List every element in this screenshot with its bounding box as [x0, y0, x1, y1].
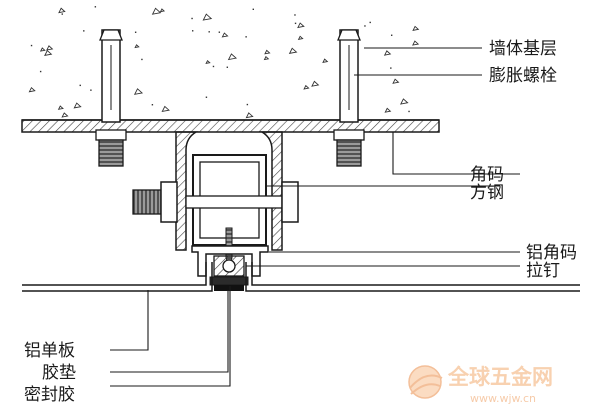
concrete-speckle [390, 67, 392, 69]
concrete-speckle [408, 110, 410, 113]
concrete-speckle [151, 7, 162, 15]
concrete-speckle [39, 47, 46, 52]
concrete-speckle [134, 44, 140, 49]
concrete-speckle [297, 22, 305, 29]
concrete-speckle [245, 36, 247, 38]
aluminum-panel-right [245, 262, 580, 292]
concrete-speckle [297, 35, 304, 40]
angle-code-legs [175, 131, 283, 251]
label-expansion-bolt: 膨胀螺栓 [489, 66, 557, 86]
concrete-speckle [151, 104, 154, 106]
concrete-speckle [57, 105, 64, 110]
concrete-speckle [205, 59, 211, 64]
label-square-steel: 方钢 [470, 183, 504, 203]
angle-code-plate [21, 119, 440, 133]
concrete-speckle [46, 45, 54, 51]
concrete-speckle [294, 14, 296, 16]
concrete-speckle [58, 7, 66, 14]
concrete-speckle [90, 89, 92, 91]
concrete-speckle [263, 55, 270, 61]
expansion-bolt-left [95, 29, 127, 167]
concrete-speckle [221, 32, 229, 38]
concrete-speckle [400, 98, 409, 105]
horizontal-through-bolt [132, 181, 299, 223]
label-rubber-pad: 胶垫 [42, 363, 76, 383]
leader-lines [110, 47, 520, 387]
concrete-speckle [412, 25, 420, 31]
aluminum-angle-code [191, 245, 269, 277]
concrete-speckle [202, 13, 213, 21]
watermark-logo: 全球五金网 www.wjw.cn [408, 365, 553, 405]
wall-base-concrete [22, 0, 439, 121]
concrete-speckle [39, 70, 42, 73]
label-angle-code: 角码 [470, 165, 504, 185]
concrete-speckle [390, 34, 393, 36]
label-rivet: 拉钉 [526, 261, 560, 281]
concrete-speckle [61, 13, 63, 15]
expansion-bolt-right [333, 29, 365, 167]
label-sealant: 密封胶 [24, 385, 75, 405]
concrete-speckle [61, 112, 69, 118]
concrete-speckle [218, 31, 221, 33]
label-aluminum-angle-code: 铝角码 [526, 243, 577, 263]
concrete-speckle [28, 86, 36, 93]
concrete-speckle [384, 107, 392, 113]
label-wall-base: 墙体基层 [489, 39, 557, 59]
concrete-speckle [303, 84, 310, 90]
concrete-speckle [44, 49, 53, 56]
rubber-pad [209, 276, 249, 286]
concrete-speckle [161, 105, 170, 113]
watermark-brand: 全球五金网 [447, 365, 553, 389]
concrete-speckle [141, 58, 143, 61]
rivet [213, 255, 245, 277]
concrete-speckle [83, 30, 85, 32]
aluminum-panel-left [22, 262, 213, 292]
concrete-speckle [30, 44, 33, 47]
concrete-speckle [133, 88, 144, 95]
concrete-speckle [208, 31, 210, 33]
concrete-speckle [246, 103, 249, 106]
concrete-speckle [369, 21, 371, 24]
concrete-speckle [134, 31, 137, 33]
label-aluminum-panel: 铝单板 [24, 341, 75, 361]
globe-icon [408, 365, 443, 399]
concrete-speckle [191, 17, 193, 20]
concrete-aggregate-texture [28, 6, 420, 119]
concrete-speckle [212, 65, 215, 68]
concrete-speckle [191, 30, 194, 32]
concrete-speckle [311, 80, 320, 87]
concrete-speckle [94, 6, 97, 8]
concrete-speckle [264, 49, 271, 55]
watermark-url: www.wjw.cn [470, 392, 536, 405]
concrete-speckle [205, 96, 208, 98]
concrete-speckle [322, 58, 329, 63]
concrete-speckle [73, 102, 82, 109]
concrete-speckle [245, 112, 254, 119]
concrete-speckle [79, 84, 81, 87]
concrete-speckle [364, 25, 366, 27]
sealant-joint [214, 285, 244, 291]
concrete-speckle [383, 50, 392, 56]
concrete-speckle [252, 8, 254, 11]
concrete-speckle [288, 47, 298, 54]
concrete-speckle [226, 66, 229, 68]
concrete-speckle [392, 78, 400, 84]
concrete-speckle [159, 8, 166, 13]
concrete-speckle [294, 22, 297, 25]
concrete-speckle [227, 53, 238, 61]
concrete-speckle [412, 40, 420, 46]
